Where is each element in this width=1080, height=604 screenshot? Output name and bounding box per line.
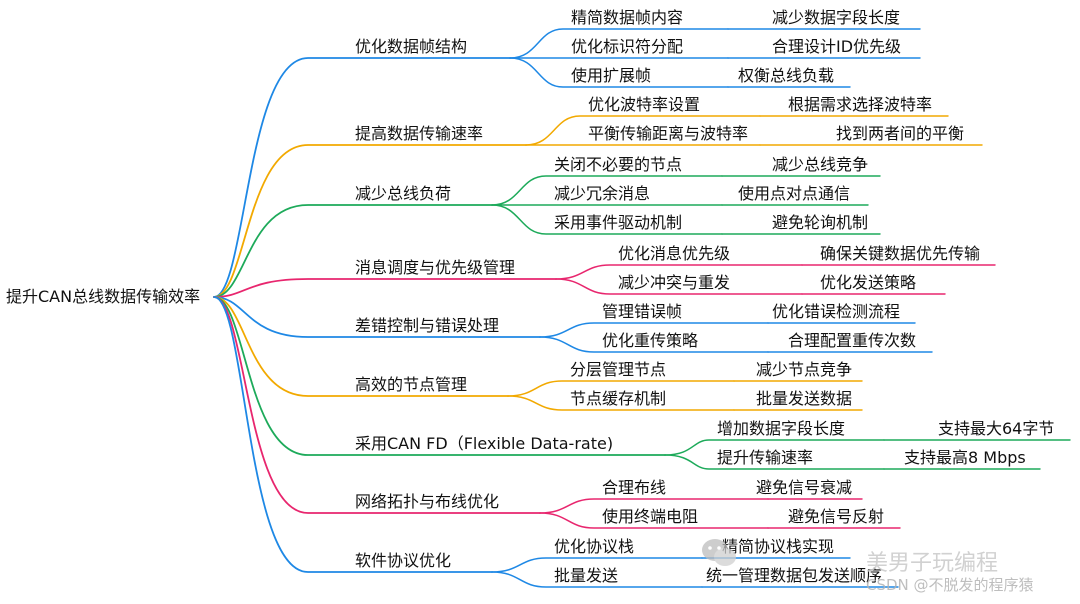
leaf-label: 精简协议栈实现 xyxy=(722,537,835,556)
leaf-label: 避免信号衰减 xyxy=(756,478,853,497)
leaf-label: 支持最高8 Mbps xyxy=(904,448,1026,467)
child-connector xyxy=(664,454,885,470)
root-node: 提升CAN总线数据传输效率 xyxy=(6,287,201,306)
leaf-label: 优化发送策略 xyxy=(820,273,917,292)
branch-label: 差错控制与错误处理 xyxy=(355,316,500,335)
branch-connector xyxy=(213,296,541,338)
child-label: 节点缓存机制 xyxy=(570,389,667,408)
leaf-label: 合理设计ID优先级 xyxy=(772,37,902,56)
child-connector xyxy=(539,512,769,529)
child-label: 优化标识符分配 xyxy=(571,37,684,56)
branch-label: 消息调度与优先级管理 xyxy=(355,258,516,277)
leaf-label: 避免信号反射 xyxy=(788,507,885,526)
child-connector xyxy=(555,264,803,280)
branch-connector xyxy=(213,204,493,298)
child-label: 关闭不必要的节点 xyxy=(554,155,683,174)
leaf-label: 根据需求选择波特率 xyxy=(788,95,933,114)
child-connector xyxy=(509,57,729,88)
child-label: 管理错误帧 xyxy=(602,302,683,321)
child-label: 优化协议栈 xyxy=(554,537,635,556)
child-label: 分层管理节点 xyxy=(570,360,667,379)
leaf-label: 避免轮询机制 xyxy=(772,213,869,232)
child-connector xyxy=(507,395,735,411)
branch-label: 提高数据传输速率 xyxy=(355,124,484,143)
child-connector xyxy=(491,571,703,588)
child-label: 增加数据字段长度 xyxy=(717,419,846,438)
child-label: 采用事件驱动机制 xyxy=(554,213,683,232)
leaf-label: 找到两者间的平衡 xyxy=(836,124,965,143)
child-label: 优化波特率设置 xyxy=(588,95,701,114)
branch-label: 减少总线负荷 xyxy=(355,184,452,203)
branch-connector xyxy=(213,296,493,573)
child-connector xyxy=(507,380,735,397)
child-label: 减少冲突与重发 xyxy=(618,273,731,292)
child-connector xyxy=(525,115,761,146)
leaf-label: 优化错误检测流程 xyxy=(772,302,901,321)
branch-connector xyxy=(213,296,541,514)
child-label: 精简数据帧内容 xyxy=(571,8,684,27)
branch-connector xyxy=(213,296,509,397)
branch-connector xyxy=(213,278,557,298)
branch-label: 采用CAN FD（Flexible Data-rate) xyxy=(355,434,614,453)
leaf-label: 减少数据字段长度 xyxy=(772,8,901,27)
branch-connector xyxy=(213,57,511,298)
child-label: 提升传输速率 xyxy=(717,448,814,467)
leaf-label: 权衡总线负载 xyxy=(738,66,835,85)
branch-label: 软件协议优化 xyxy=(355,551,452,570)
leaf-label: 使用点对点通信 xyxy=(738,184,851,203)
branch-connector xyxy=(213,144,527,298)
child-connector xyxy=(664,439,885,456)
leaf-label: 批量发送数据 xyxy=(756,389,853,408)
branch-connector xyxy=(213,296,666,456)
wechat-icon xyxy=(702,539,736,566)
child-label: 优化消息优先级 xyxy=(618,244,731,263)
child-connector xyxy=(509,28,729,59)
leaf-label: 合理配置重传次数 xyxy=(788,331,917,350)
child-connector xyxy=(491,175,723,206)
leaf-label: 减少节点竞争 xyxy=(756,360,853,379)
branch-label: 网络拓扑与布线优化 xyxy=(355,492,500,511)
watermark-title: 美男子玩编程 xyxy=(866,551,999,576)
child-label: 减少冗余消息 xyxy=(554,184,651,203)
leaf-label: 减少总线竞争 xyxy=(772,155,869,174)
child-connector xyxy=(491,204,723,235)
branch-label: 高效的节点管理 xyxy=(355,375,468,394)
child-label: 使用扩展帧 xyxy=(571,66,652,85)
child-label: 优化重传策略 xyxy=(602,331,699,350)
child-label: 使用终端电阻 xyxy=(602,507,699,526)
leaf-label: 统一管理数据包发送顺序 xyxy=(706,566,883,585)
leaf-label: 确保关键数据优先传输 xyxy=(820,244,981,263)
child-connector xyxy=(539,336,769,353)
leaf-label: 支持最大64字节 xyxy=(938,419,1055,438)
child-label: 平衡传输距离与波特率 xyxy=(588,124,749,143)
child-connector xyxy=(539,498,769,514)
watermark-source: CSDN @不脱发的程序猿 xyxy=(866,576,1034,594)
branch-label: 优化数据帧结构 xyxy=(355,37,468,56)
child-label: 合理布线 xyxy=(602,478,667,497)
child-connector xyxy=(555,278,803,295)
child-connector xyxy=(491,557,703,573)
child-connector xyxy=(539,322,769,338)
child-label: 批量发送 xyxy=(554,566,619,585)
